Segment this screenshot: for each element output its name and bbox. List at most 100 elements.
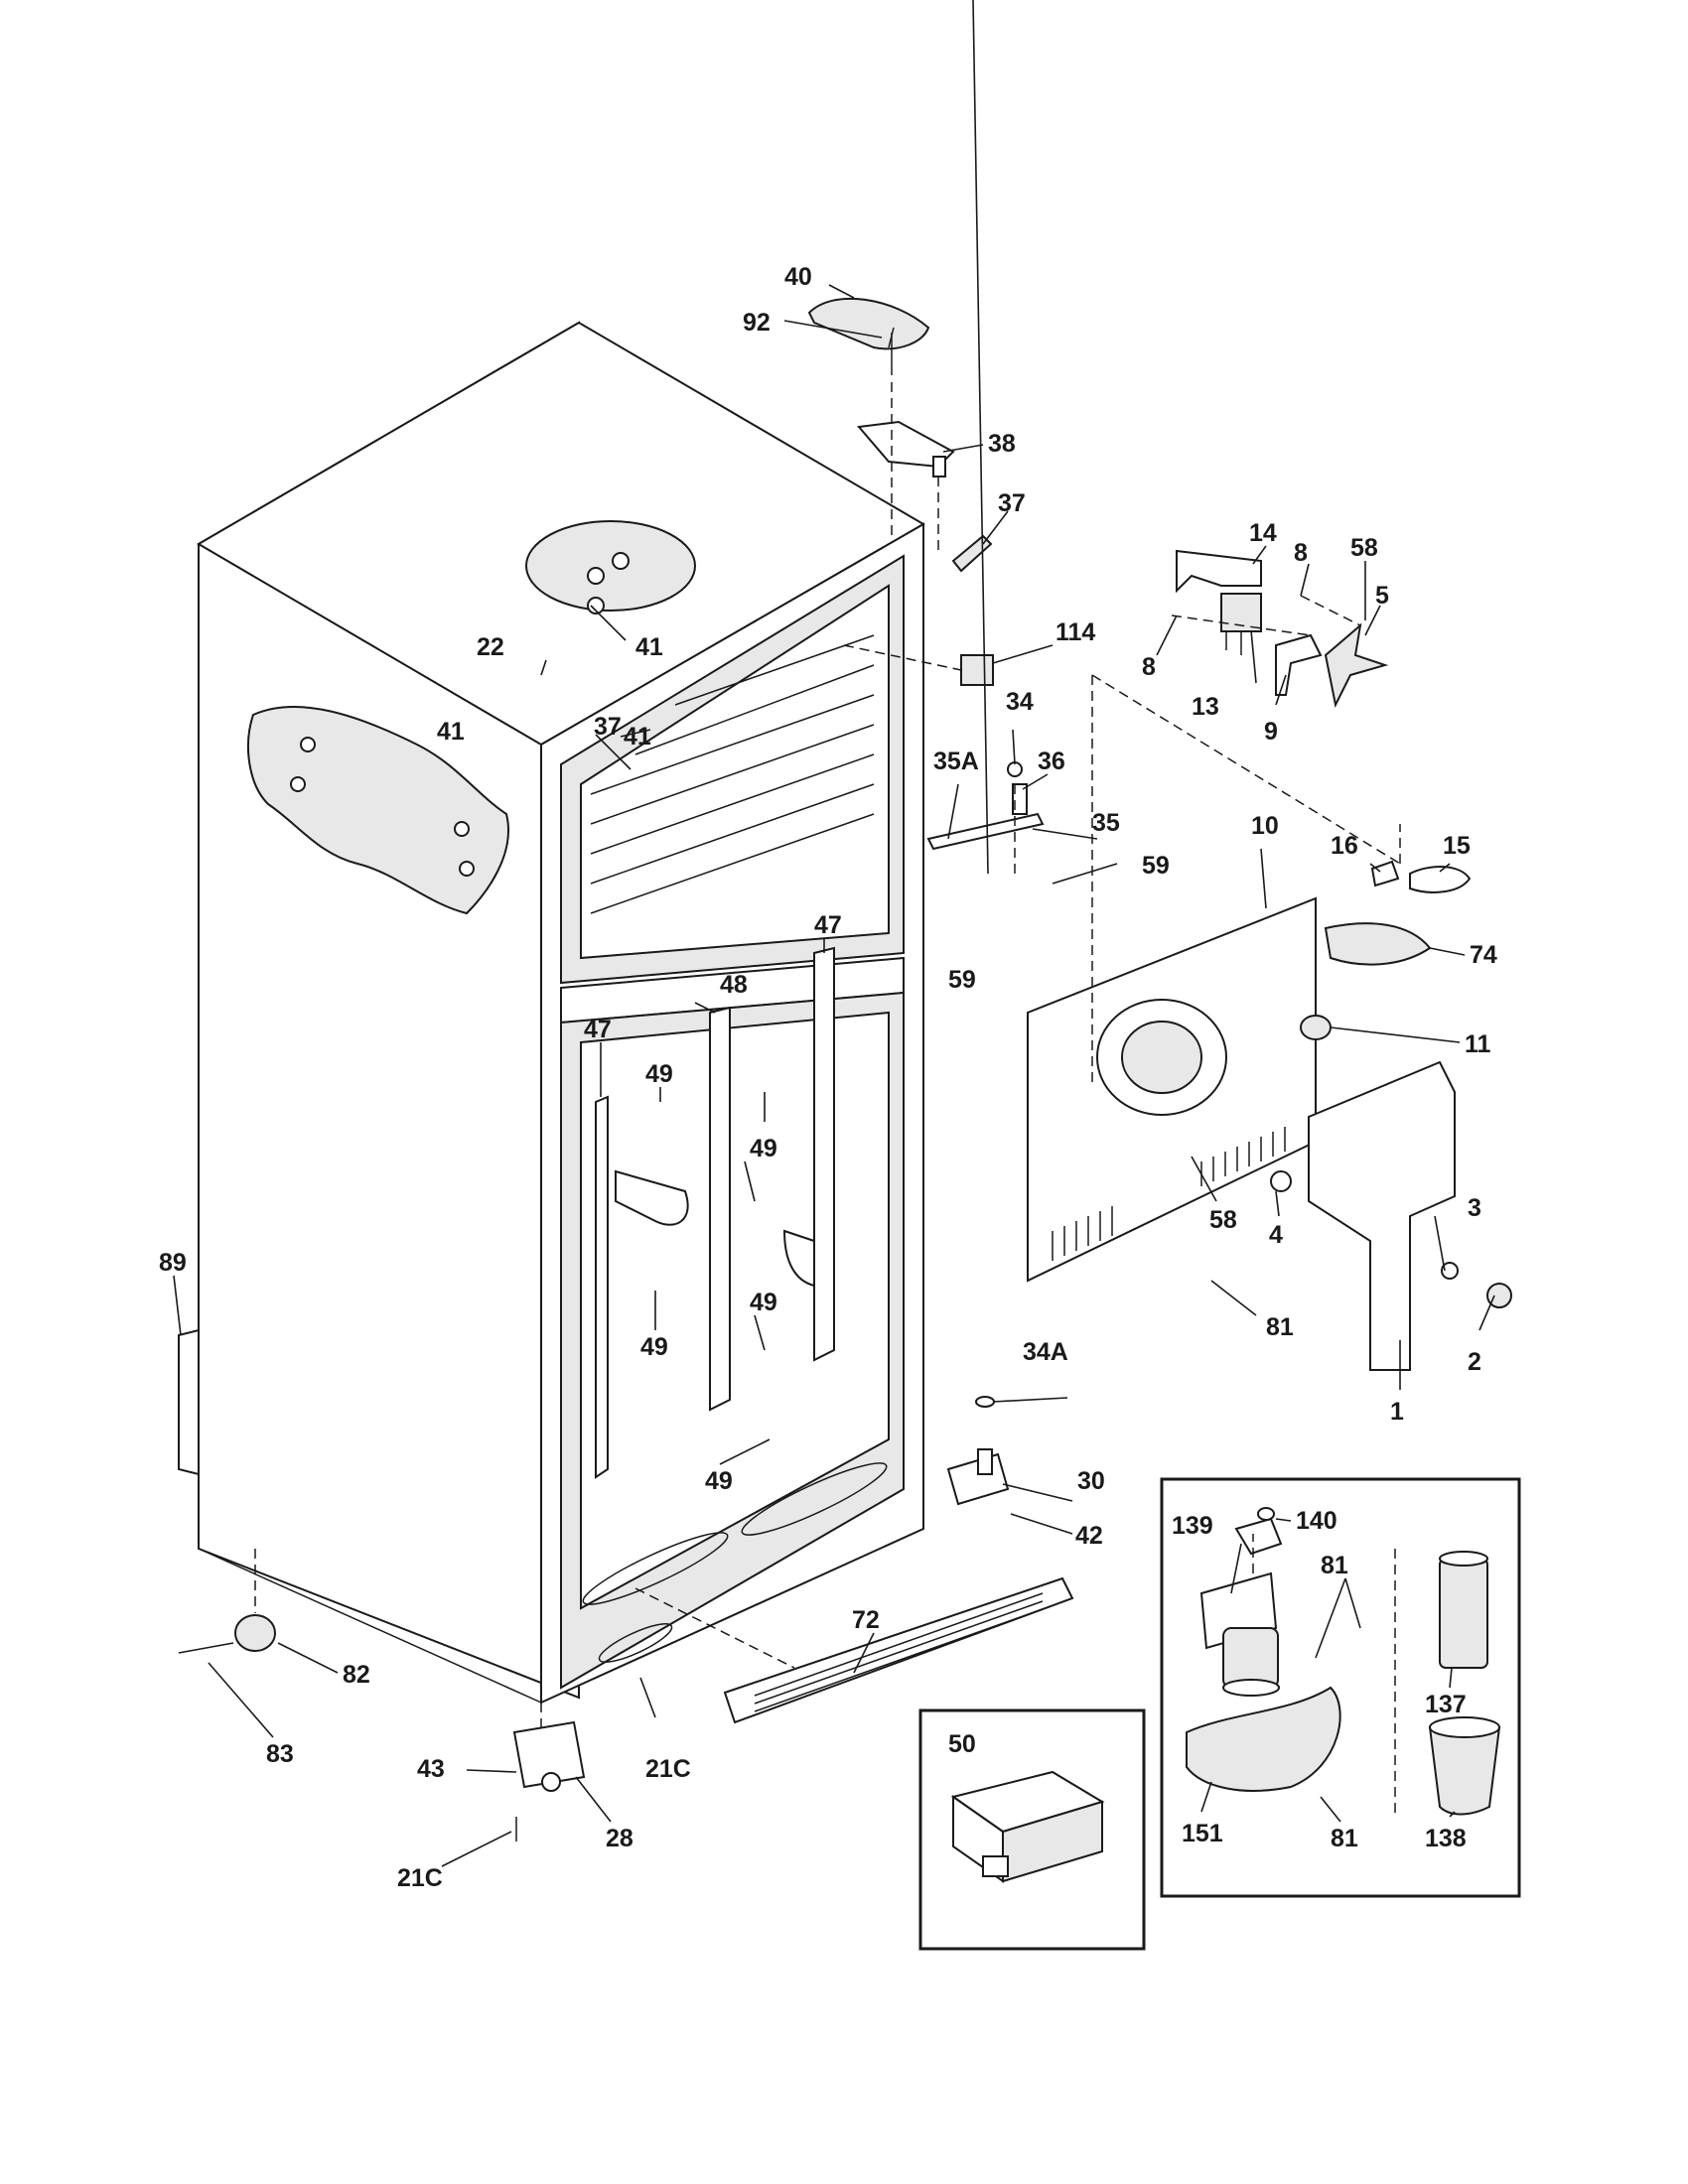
callout-35: 35 (1092, 809, 1120, 837)
relay-box (950, 1770, 1105, 1883)
callout-137: 137 (1425, 1691, 1467, 1718)
callout-22: 22 (477, 633, 504, 661)
callout-47: 47 (814, 911, 842, 939)
electrical-connector (960, 654, 994, 686)
control-knob (1486, 1283, 1512, 1308)
toe-grille (723, 1576, 1074, 1724)
callout-2: 2 (1468, 1348, 1481, 1376)
callout-35a: 35A (933, 748, 979, 775)
callout-38: 38 (988, 430, 1016, 458)
callout-82: 82 (343, 1661, 370, 1689)
callout-74: 74 (1470, 941, 1497, 969)
callout-8: 8 (1142, 653, 1156, 681)
callout-58: 58 (1350, 534, 1378, 562)
fan-blade (1324, 622, 1389, 709)
top-vent-cover (525, 520, 696, 612)
callout-42: 42 (1075, 1522, 1103, 1550)
callout-13: 13 (1192, 693, 1219, 721)
damper-link (926, 812, 1045, 851)
callout-139: 139 (1172, 1512, 1213, 1540)
toe-grille-slots (754, 1592, 1044, 1712)
callout-4: 4 (1269, 1221, 1283, 1249)
leveler-parts (178, 1549, 586, 1842)
inset-box-50 (918, 1708, 1146, 1951)
callout-37: 37 (998, 489, 1026, 517)
callout-36: 36 (1038, 748, 1065, 775)
callout-5: 5 (1375, 582, 1389, 610)
callout-21c: 21C (397, 1864, 443, 1892)
filter-bypass-cap (1428, 1726, 1501, 1816)
callout-30: 30 (1077, 1467, 1105, 1495)
cabinet-body (197, 321, 925, 1705)
callout-59: 59 (948, 966, 976, 994)
fan-motor-group (1171, 549, 1389, 709)
top-hinge-group (807, 297, 993, 573)
callout-28: 28 (606, 1825, 633, 1852)
control-knob-small (1300, 1015, 1332, 1040)
callout-43: 43 (417, 1755, 445, 1783)
callout-1: 1 (1390, 1398, 1404, 1426)
callout-114: 114 (1055, 618, 1095, 646)
callout-41: 41 (635, 633, 663, 661)
callout-49: 49 (640, 1333, 668, 1361)
callout-10: 10 (1251, 812, 1279, 840)
hinge-cover (807, 297, 930, 350)
callout-14: 14 (1249, 519, 1277, 547)
side-insulation (247, 705, 509, 915)
filter-cover (1186, 1686, 1341, 1792)
leveler-foot (234, 1614, 276, 1652)
evaporator-cover-panel (1027, 674, 1401, 1283)
roller-bracket (512, 1720, 586, 1789)
callout-151: 151 (1182, 1820, 1223, 1847)
callout-40: 40 (784, 263, 812, 291)
callout-49: 49 (750, 1135, 777, 1162)
panel-vent-slots (1052, 1127, 1286, 1261)
callout-92: 92 (743, 309, 771, 337)
callout-138: 138 (1425, 1825, 1467, 1852)
callout-9: 9 (1264, 718, 1278, 746)
light-socket (1370, 860, 1400, 887)
light-control-housing (1270, 860, 1512, 1371)
callout-41: 41 (437, 718, 465, 746)
callout-59: 59 (1142, 852, 1170, 880)
callout-3: 3 (1468, 1194, 1481, 1222)
filter-cartridge (1439, 1558, 1488, 1669)
callout-15: 15 (1443, 832, 1471, 860)
leader-lines (173, 0, 1495, 1867)
control-housing (1308, 1060, 1456, 1371)
callout-72: 72 (852, 1606, 880, 1634)
light-bulb (1409, 866, 1472, 893)
callout-50: 50 (948, 1730, 976, 1758)
callout-81: 81 (1321, 1552, 1348, 1579)
freezer-liner-ribs (590, 634, 875, 914)
callout-34: 34 (1006, 688, 1034, 716)
lower-hinge-group (178, 1328, 1010, 1506)
callout-140: 140 (1296, 1507, 1337, 1535)
water-elbow-fitting (1234, 1517, 1283, 1556)
callout-81: 81 (1266, 1313, 1294, 1341)
shelf-rails (595, 946, 835, 1479)
callout-48: 48 (720, 971, 748, 999)
callout-11: 11 (1465, 1030, 1491, 1058)
callout-21c: 21C (645, 1755, 691, 1783)
water-filter-parts (1186, 1507, 1501, 1817)
callout-58: 58 (1209, 1206, 1237, 1234)
callout-49: 49 (750, 1289, 777, 1316)
callout-37: 37 (594, 713, 622, 741)
callout-47: 47 (584, 1016, 612, 1043)
callout-81: 81 (1331, 1825, 1358, 1852)
control-parts (843, 644, 1045, 874)
filter-head (1222, 1627, 1279, 1689)
callout-16: 16 (1331, 832, 1358, 860)
callout-labels: 40 92 38 37 41 22 37 41 41 14 8 58 5 8 1… (159, 263, 1497, 1892)
inset-box-water-filter (1160, 1477, 1521, 1898)
light-shield (1324, 922, 1432, 966)
callout-49: 49 (645, 1060, 673, 1088)
callout-41: 41 (624, 723, 651, 751)
callout-34a: 34A (1023, 1338, 1068, 1366)
callout-83: 83 (266, 1740, 294, 1768)
callout-89: 89 (159, 1249, 187, 1277)
side-bracket (178, 1328, 200, 1476)
callout-8: 8 (1294, 539, 1308, 567)
